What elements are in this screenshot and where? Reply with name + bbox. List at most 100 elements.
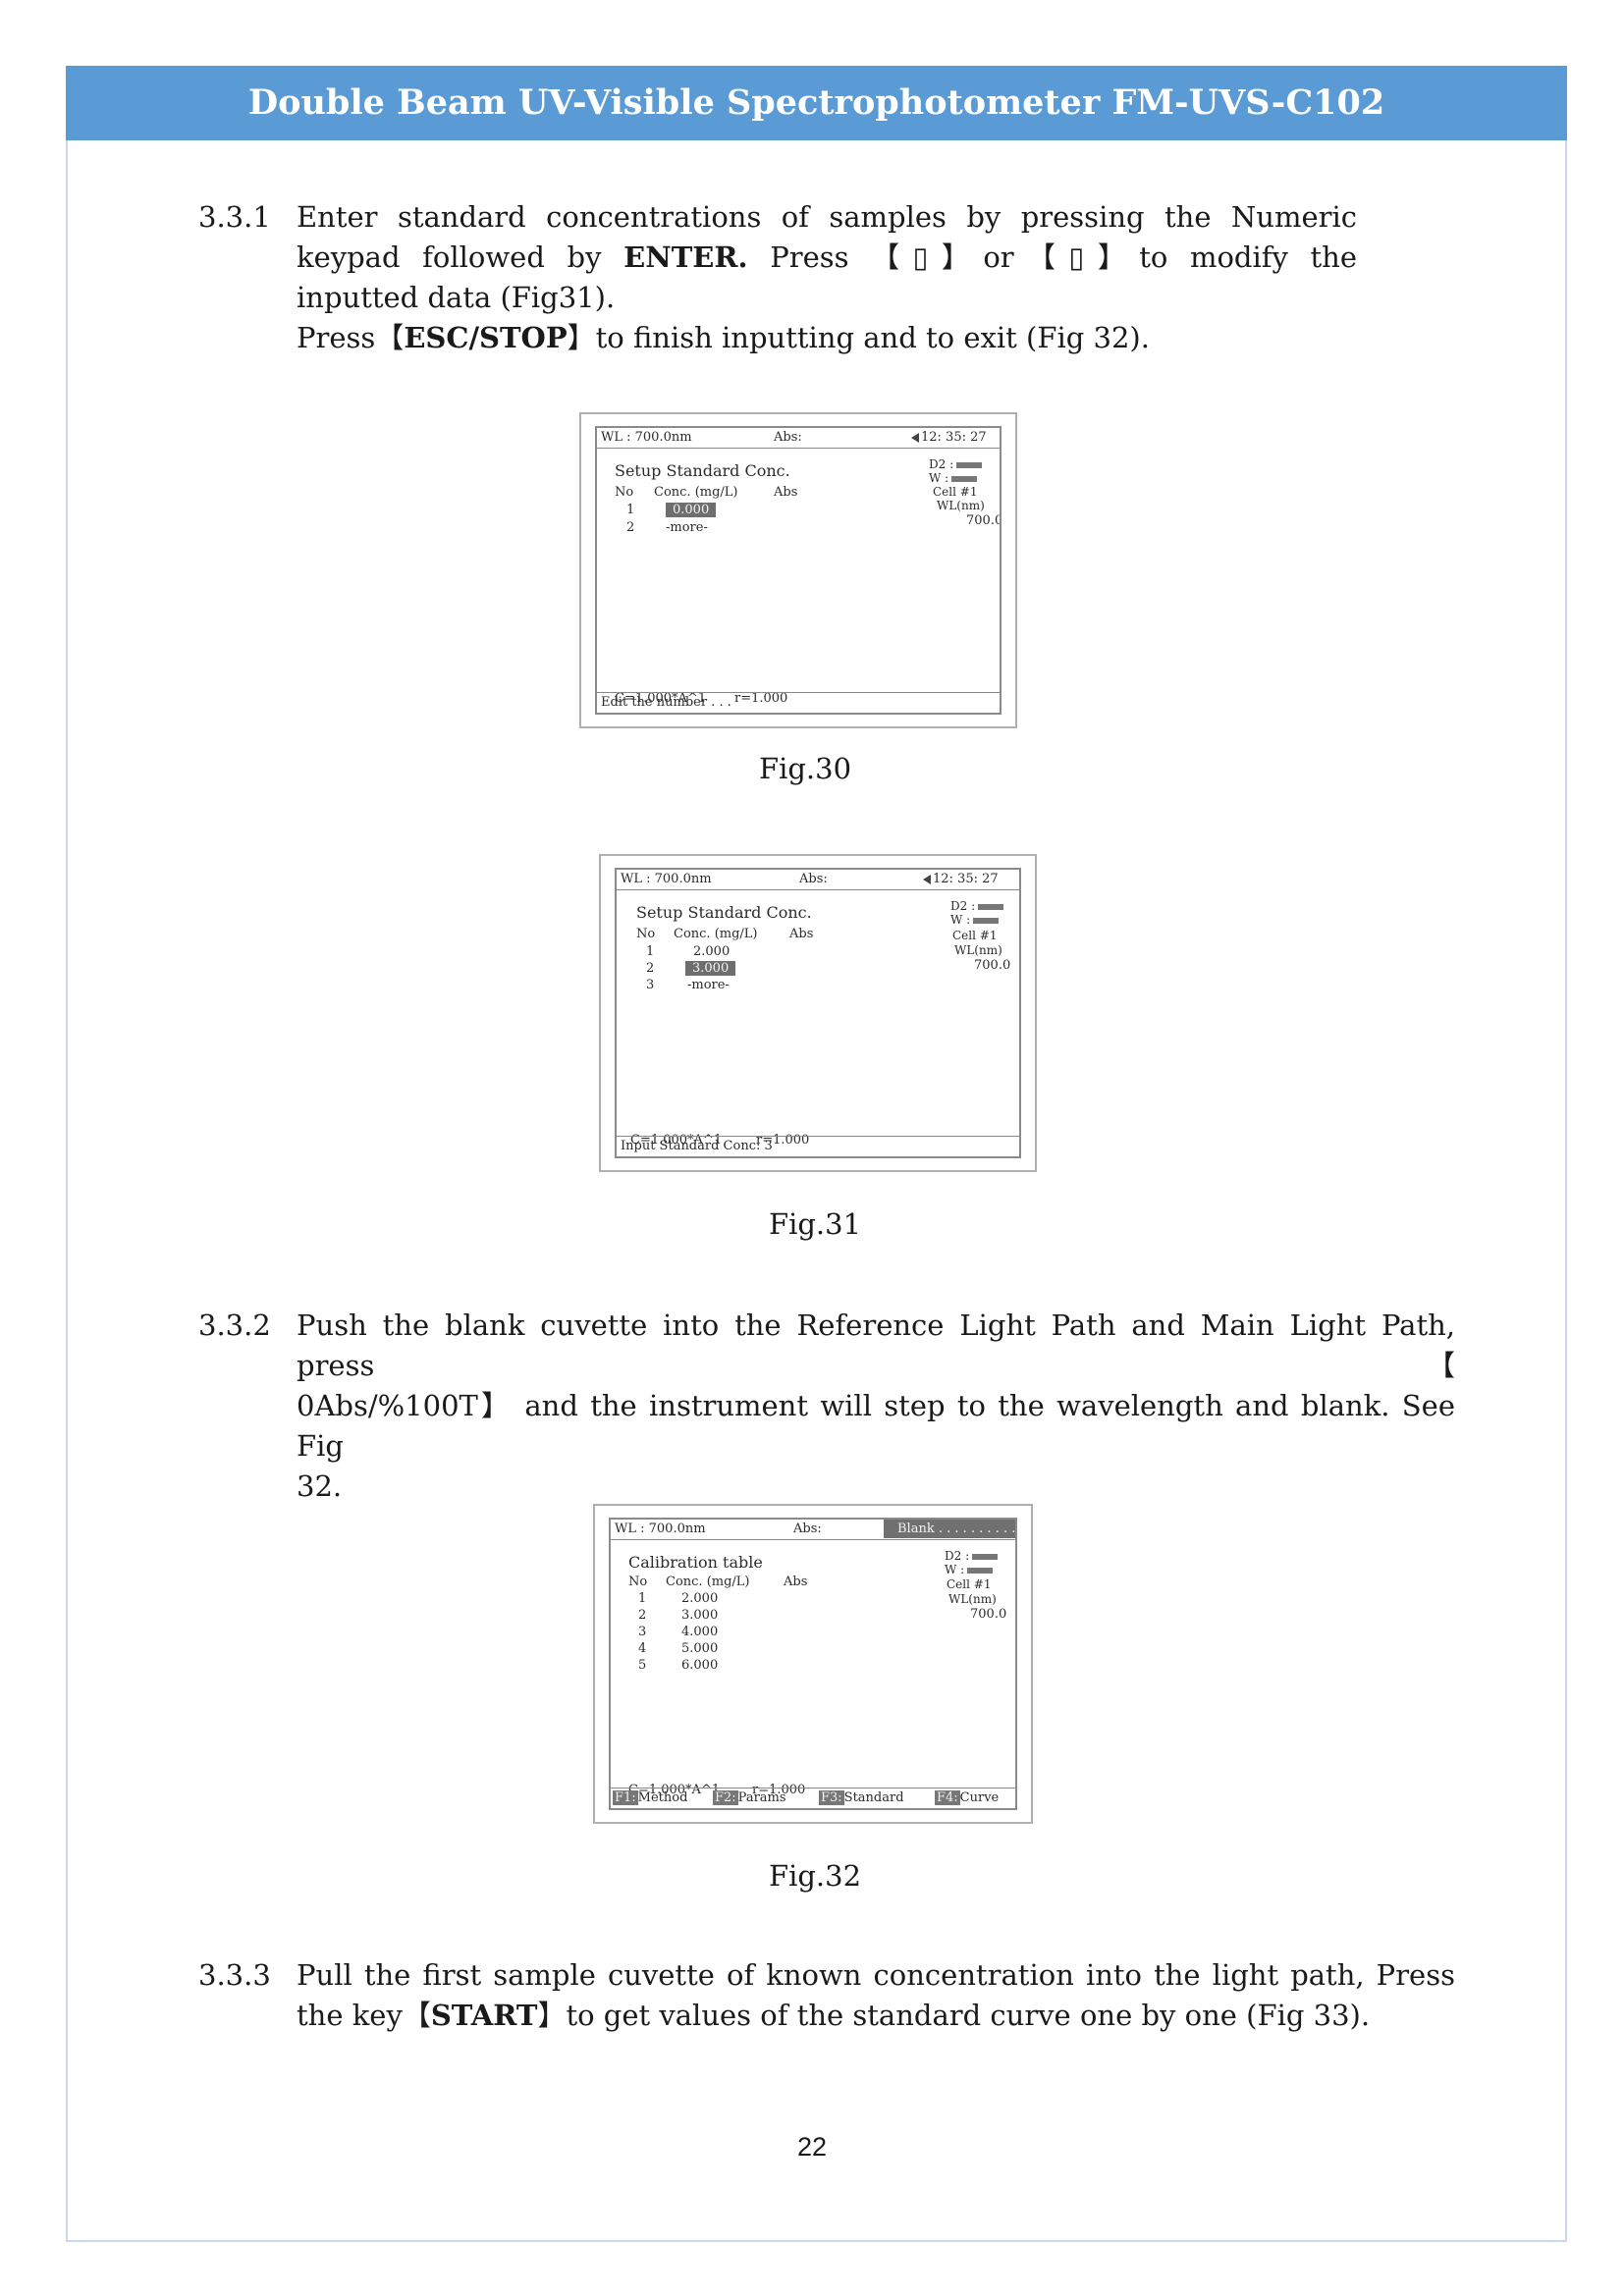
column-no: No — [628, 1575, 648, 1589]
section-number: 3.3.3 — [198, 1958, 271, 1992]
lcd-display: WL : 700.0nm Abs: Blank . . . . . . . . … — [609, 1518, 1017, 1810]
more-link[interactable]: -more- — [687, 978, 730, 992]
figure-32-screen: WL : 700.0nm Abs: Blank . . . . . . . . … — [593, 1504, 1033, 1824]
wavelength-readout: WL : 700.0nm — [621, 872, 712, 886]
figure-31-screen: WL : 700.0nm Abs: 12: 35: 27 Setup Stand… — [599, 854, 1037, 1172]
column-abs: Abs — [784, 1575, 808, 1589]
conc-cell: 2.000 — [681, 1591, 719, 1606]
column-abs: Abs — [774, 485, 798, 500]
text-line: inputted data (Fig31). — [297, 281, 616, 314]
text-line: 32. — [297, 1469, 343, 1503]
speaker-icon — [911, 432, 919, 443]
section-number: 3.3.2 — [198, 1308, 271, 1342]
lcd-status-bar: WL : 700.0nm Abs: Blank . . . . . . . . … — [611, 1520, 1015, 1540]
figure-caption: Fig.32 — [768, 1859, 862, 1893]
function-key-bar: F1:Method F2:Params F3:Standard F4:Curve — [611, 1788, 1015, 1808]
text-line: 0Abs/%100T】 and the instrument will step… — [297, 1389, 1455, 1463]
more-link[interactable]: -more- — [666, 520, 708, 535]
d2-lamp-indicator: D2 : — [945, 1549, 999, 1563]
f3-standard-key[interactable]: F3:Standard — [819, 1790, 904, 1805]
row-number: 2 — [638, 1608, 647, 1623]
section-number: 3.3.1 — [198, 200, 271, 234]
text-line: Enter standard concentrations of samples… — [297, 200, 1357, 234]
w-lamp-indicator: W : — [945, 1563, 994, 1576]
screen-title: Setup Standard Conc. — [615, 461, 790, 480]
conc-cell: 6.000 — [681, 1658, 719, 1673]
selected-conc-cell[interactable]: 3.000 — [685, 961, 736, 976]
correlation-r: r=1.000 — [752, 1783, 806, 1797]
row-number: 2 — [646, 961, 655, 976]
lcd-message-bar: Input Standard Conc: 3 — [617, 1136, 1019, 1156]
abs-readout: Abs: — [774, 430, 802, 445]
text-line: the key【START】to get values of the stand… — [297, 1999, 1371, 2032]
screen-title: Setup Standard Conc. — [636, 903, 812, 922]
selected-conc-cell[interactable]: 0.000 — [666, 503, 717, 517]
lcd-display: WL : 700.0nm Abs: 12: 35: 27 Setup Stand… — [595, 426, 1001, 715]
w-lamp-indicator: W : — [950, 913, 1000, 927]
d2-lamp-indicator: D2 : — [950, 899, 1004, 913]
clock: 12: 35: 27 — [911, 430, 987, 445]
cell-indicator: Cell #1 — [933, 485, 978, 499]
lcd-status-bar: WL : 700.0nm Abs: 12: 35: 27 — [597, 428, 1000, 449]
column-no: No — [615, 485, 634, 500]
wl-value: 700.0 — [970, 1607, 1007, 1622]
f4-curve-key[interactable]: F4:Curve — [935, 1790, 1000, 1805]
bold-key: START — [430, 1999, 538, 2032]
row-number: 3 — [646, 978, 655, 992]
text-line: Push the blank cuvette into the Referenc… — [297, 1308, 1455, 1382]
wl-value: 700.0 — [974, 958, 1011, 973]
cell-indicator: Cell #1 — [952, 929, 998, 942]
column-no: No — [636, 927, 656, 941]
column-conc: Conc. (mg/L) — [666, 1575, 750, 1589]
conc-cell[interactable]: 2.000 — [693, 944, 731, 959]
wl-label: WL(nm) — [948, 1592, 997, 1606]
speaker-icon — [923, 874, 931, 884]
wl-label: WL(nm) — [937, 499, 985, 512]
wavelength-readout: WL : 700.0nm — [601, 430, 692, 445]
page-number: 22 — [796, 2132, 828, 2162]
cell-indicator: Cell #1 — [947, 1577, 992, 1591]
figure-30-screen: WL : 700.0nm Abs: 12: 35: 27 Setup Stand… — [579, 412, 1017, 728]
status-message: Input Standard Conc: 3 — [621, 1139, 773, 1153]
lcd-message-bar: Edit the number . . . — [597, 692, 1000, 713]
column-conc: Conc. (mg/L) — [674, 927, 758, 941]
text-line: Pull the first sample cuvette of known c… — [297, 1958, 1455, 1992]
wavelength-readout: WL : 700.0nm — [615, 1522, 706, 1536]
column-abs: Abs — [789, 927, 814, 941]
d2-lamp-indicator: D2 : — [929, 457, 983, 471]
wl-label: WL(nm) — [954, 943, 1002, 957]
conc-cell: 5.000 — [681, 1641, 719, 1656]
calibration-formula: C=1.000*A^1 — [615, 691, 707, 706]
bold-key: ESC/STOP — [404, 321, 568, 354]
status-message: Edit the number . . . — [601, 695, 731, 710]
abs-readout: Abs: — [799, 872, 828, 886]
screen-title: Calibration table — [628, 1553, 763, 1572]
column-conc: Conc. (mg/L) — [654, 485, 738, 500]
row-number: 3 — [638, 1625, 647, 1639]
calibration-formula: C=1.000*A^1 — [628, 1783, 721, 1797]
lcd-status-bar: WL : 700.0nm Abs: 12: 35: 27 — [617, 870, 1019, 890]
wl-value: 700.0 — [966, 513, 1001, 528]
f1-method-key[interactable]: F1:Method — [613, 1790, 688, 1805]
figure-caption: Fig.31 — [768, 1207, 862, 1241]
text-line: Press【ESC/STOP】to finish inputting and t… — [297, 321, 1150, 354]
lcd-display: WL : 700.0nm Abs: 12: 35: 27 Setup Stand… — [615, 868, 1021, 1158]
figure-caption: Fig.30 — [758, 752, 852, 785]
text-line: keypad followed by ENTER. Press 【▯】or【▯】… — [297, 240, 1358, 274]
conc-cell: 4.000 — [681, 1625, 719, 1639]
row-number: 2 — [626, 520, 635, 535]
row-number: 4 — [638, 1641, 647, 1656]
abs-readout: Abs: — [793, 1522, 822, 1536]
blank-progress: Blank . . . . . . . . . . — [884, 1520, 1015, 1538]
row-number: 1 — [638, 1591, 647, 1606]
row-number: 1 — [646, 944, 655, 959]
clock: 12: 35: 27 — [923, 872, 999, 886]
bold-key: ENTER. — [623, 240, 748, 274]
w-lamp-indicator: W : — [929, 471, 978, 485]
conc-cell: 3.000 — [681, 1608, 719, 1623]
row-number: 1 — [626, 503, 635, 517]
f2-params-key[interactable]: F2:Params — [713, 1790, 786, 1805]
correlation-r: r=1.000 — [734, 691, 788, 706]
row-number: 5 — [638, 1658, 647, 1673]
document-header: Double Beam UV-Visible Spectrophotometer… — [66, 66, 1567, 140]
